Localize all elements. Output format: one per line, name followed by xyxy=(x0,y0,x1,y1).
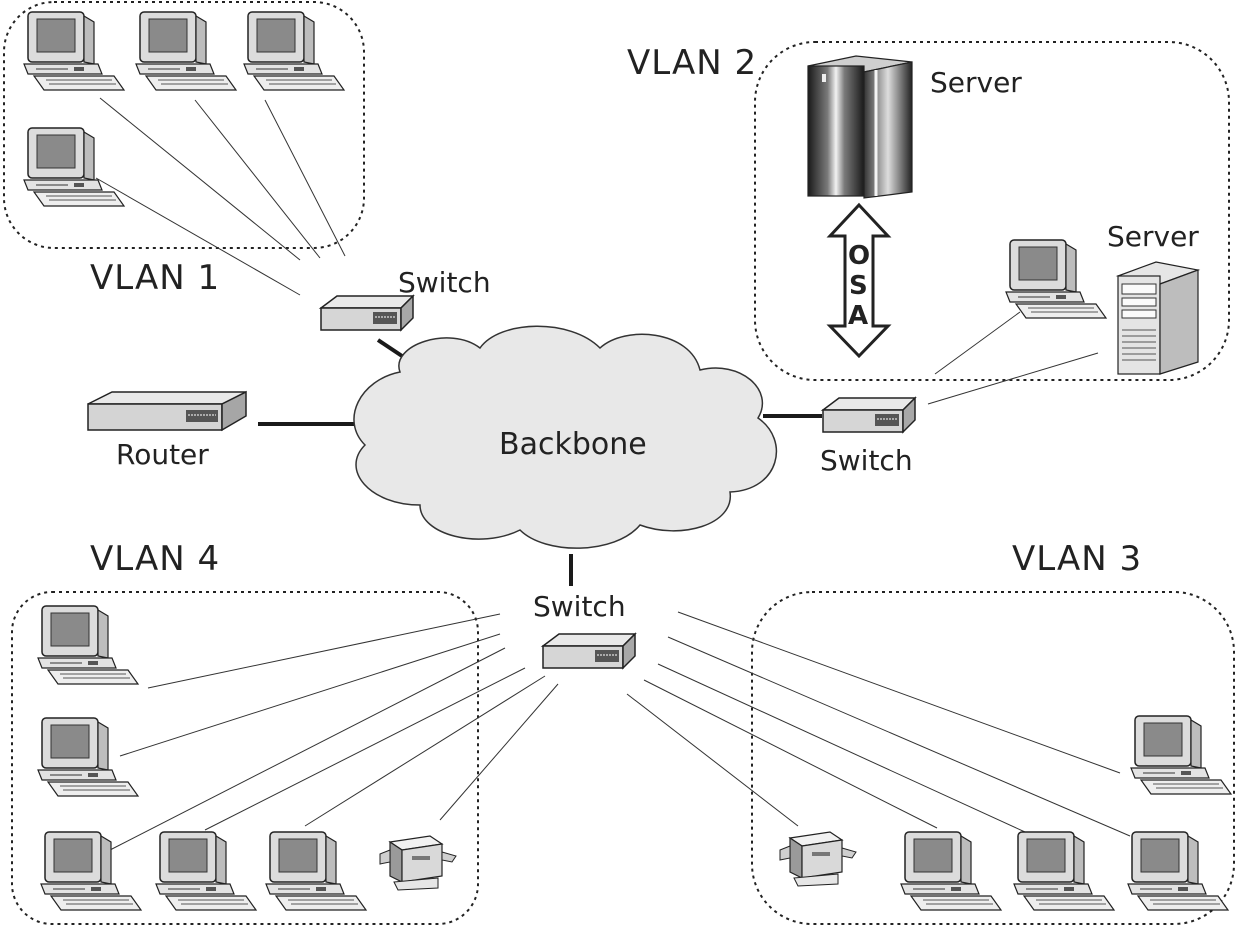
desktop-computer-icon xyxy=(1005,239,1107,319)
vlan3-zone xyxy=(751,591,1235,925)
router-icon xyxy=(87,390,247,432)
vlan2-label: VLAN 2 xyxy=(627,43,757,83)
vlan3-devices xyxy=(779,715,1232,911)
vlan1-label: VLAN 1 xyxy=(90,258,220,298)
desktop-computer-icon xyxy=(40,831,142,911)
tower-server-icon xyxy=(1115,261,1201,375)
vlan4-label: VLAN 4 xyxy=(90,539,220,579)
switch-top-label: Switch xyxy=(398,266,491,299)
desktop-computer-icon xyxy=(37,717,139,797)
backbone-cloud-icon xyxy=(353,325,778,549)
desktop-computer-icon xyxy=(23,127,125,207)
network-switch-icon xyxy=(822,397,916,433)
router-label: Router xyxy=(116,438,209,471)
vlan3-label: VLAN 3 xyxy=(1012,539,1142,579)
vlan1-pcs xyxy=(23,11,345,207)
vlan4-devices xyxy=(37,605,457,911)
mainframe-server-icon xyxy=(807,55,913,199)
desktop-computer-icon xyxy=(155,831,257,911)
network-switch-icon xyxy=(542,633,636,669)
desktop-computer-icon xyxy=(1013,831,1115,911)
switch-right-label: Switch xyxy=(820,444,913,477)
osa-double-arrow-icon xyxy=(826,202,892,359)
desktop-computer-icon xyxy=(900,831,1002,911)
desktop-computer-icon xyxy=(135,11,237,91)
vlan1-wires xyxy=(95,97,346,296)
osa-letter-s: S xyxy=(849,271,868,301)
printer-icon xyxy=(379,835,457,891)
desktop-computer-icon xyxy=(265,831,367,911)
desktop-computer-icon xyxy=(1130,715,1232,795)
desktop-computer-icon xyxy=(37,605,139,685)
server-tower-label: Server xyxy=(1107,220,1199,253)
server-mainframe-label: Server xyxy=(930,66,1022,99)
vlan2-zone xyxy=(754,41,1230,381)
osa-letter-a: A xyxy=(848,301,868,331)
switch-bottom-label: Switch xyxy=(533,590,626,623)
vlan3-wires xyxy=(626,611,1131,837)
vlan1-zone xyxy=(3,1,365,249)
desktop-computer-icon xyxy=(1127,831,1229,911)
network-switch-icon xyxy=(320,295,414,331)
vlan4-zone xyxy=(11,591,479,925)
vlan2-wires xyxy=(927,311,1099,405)
backbone-label: Backbone xyxy=(499,427,647,462)
printer-icon xyxy=(779,831,857,887)
desktop-computer-icon xyxy=(243,11,345,91)
osa-letter-o: O xyxy=(848,241,870,271)
desktop-computer-icon xyxy=(23,11,125,91)
vlan4-wires xyxy=(109,613,559,851)
